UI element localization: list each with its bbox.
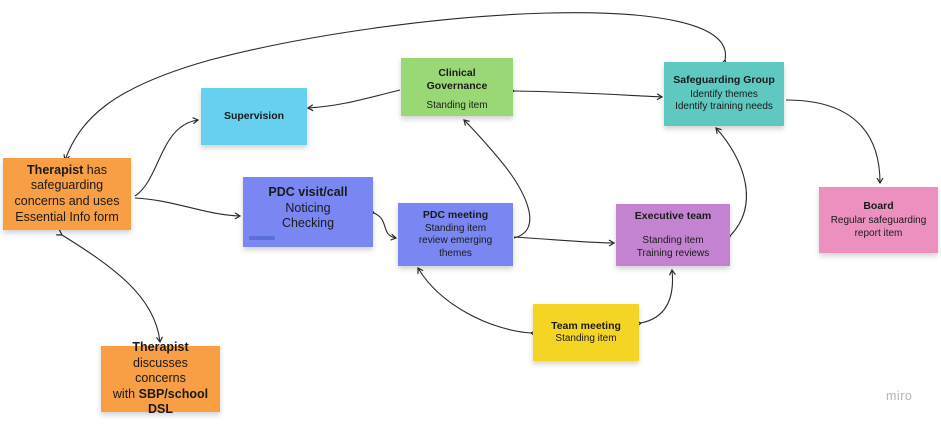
- note-title: Supervision: [223, 109, 285, 122]
- arrow-pdc-meeting-to-governance: [463, 119, 531, 239]
- note-title: Team meeting: [551, 319, 621, 332]
- note-line: Standing item: [426, 99, 488, 111]
- note-board[interactable]: Board Regular safeguarding report item: [819, 187, 938, 253]
- arrow-therapist-to-supervision: [134, 117, 200, 197]
- note-executive-team[interactable]: Executive team Standing item Training re…: [616, 204, 730, 266]
- note-title: Therapist: [27, 162, 84, 177]
- note-title: Therapist: [132, 339, 189, 354]
- note-safeguarding-group[interactable]: Safeguarding Group Identify themes Ident…: [664, 62, 784, 126]
- note-line: safeguarding: [30, 178, 104, 193]
- note-line: DSL: [148, 402, 173, 417]
- arrow-safeguarding-to-therapist: [63, 12, 728, 162]
- arrow-governance-to-supervision: [306, 89, 401, 112]
- note-line: Standing item: [642, 235, 704, 247]
- note-pdc-visit[interactable]: PDC visit/call Noticing Checking: [243, 177, 373, 247]
- note-line: review emerging: [418, 235, 493, 247]
- note-clinical-governance[interactable]: Clinical Governance Standing item: [401, 58, 513, 116]
- arrow-governance-to-safeguarding: [508, 87, 664, 101]
- note-therapist-concerns[interactable]: Therapist has safeguarding concerns and …: [3, 158, 131, 230]
- note-pdc-meeting[interactable]: PDC meeting Standing item review emergin…: [398, 203, 513, 266]
- note-title: Executive team: [634, 210, 712, 222]
- note-line: discusses concerns: [133, 355, 188, 386]
- note-supervision[interactable]: Supervision: [201, 88, 307, 145]
- note-title: Safeguarding Group: [673, 74, 775, 87]
- arrow-pdc-visit-to-pdc-meeting: [368, 207, 398, 241]
- arrow-pdc-meeting-to-executive: [513, 236, 616, 247]
- note-line: Standing item: [555, 332, 617, 344]
- note-therapist-discusses[interactable]: Therapist discusses concerns with SBP/sc…: [101, 340, 220, 416]
- arrow-team-meeting-to-executive: [635, 268, 676, 328]
- miro-logo: miro: [886, 389, 913, 403]
- note-line: Standing item: [424, 222, 487, 234]
- note-line: Therapist has: [27, 162, 107, 177]
- note-title: PDC visit/call: [268, 185, 348, 199]
- note-line: Identify training needs: [675, 101, 773, 113]
- note-team-meeting[interactable]: Team meeting Standing item: [533, 304, 639, 361]
- note-title: Board: [863, 199, 894, 212]
- note-line: Checking: [281, 216, 335, 231]
- arrow-therapist-to-pdc-visit: [134, 197, 242, 220]
- note-line: Noticing: [285, 200, 331, 215]
- arrow-therapist-to-discusses: [56, 229, 163, 344]
- note-line: report item: [854, 227, 903, 239]
- note-title: Clinical Governance: [426, 67, 488, 93]
- arrow-team-meeting-to-pdc-meeting: [417, 266, 537, 337]
- note-line: Essential Info form: [15, 209, 119, 224]
- note-line: Regular safeguarding: [830, 215, 927, 227]
- note-line: themes: [439, 247, 472, 259]
- note-line: Training reviews: [636, 247, 710, 259]
- note-line: Identify themes: [690, 88, 758, 100]
- note-line: concerns and uses: [14, 194, 120, 208]
- note-title: PDC meeting: [422, 208, 489, 221]
- note-line: with SBP/school: [112, 386, 209, 401]
- resize-handle[interactable]: [249, 236, 275, 240]
- arrow-executive-to-safeguarding: [715, 127, 747, 242]
- arrow-safeguarding-to-board: [785, 99, 884, 185]
